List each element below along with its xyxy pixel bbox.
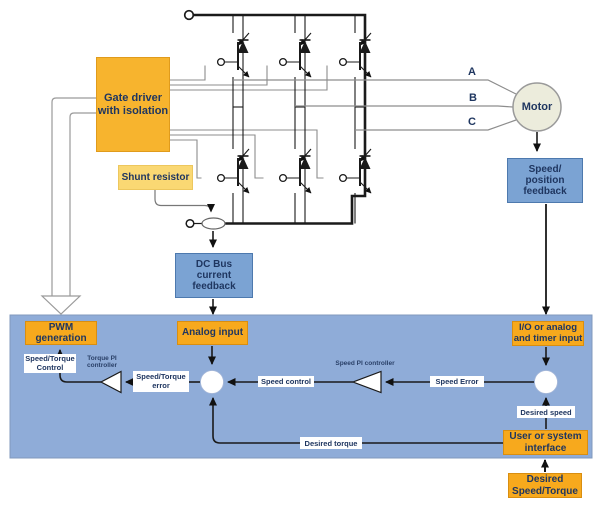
speed-torque-control-label: Speed/Torque Control: [24, 353, 76, 373]
motor-circle: [512, 82, 562, 132]
dc-plus-terminal: [183, 9, 195, 21]
torque-pi-triangle: [99, 370, 122, 394]
analog-input-box: Analog input: [177, 321, 248, 345]
diode-top-2: [298, 39, 312, 54]
phase-c-label: C: [468, 116, 476, 128]
desired-torque-label: Desired torque: [300, 437, 362, 449]
inverter-bridge: [232, 15, 366, 224]
speed-summing-junction: [534, 370, 558, 394]
torque-summing-junction: [200, 370, 224, 394]
speed-torque-error-label: Speed/Torque error: [133, 371, 189, 392]
signal-arrows: [56, 132, 550, 472]
pwm-generation-box: PWM generation: [25, 321, 97, 345]
motor-label: Motor: [521, 101, 553, 113]
diode-top-1: [236, 39, 250, 54]
gate-wires: [170, 65, 328, 179]
gate-driver-box: Gate driver with isolation: [96, 57, 170, 152]
shunt-resistor-symbol: [201, 217, 226, 230]
shunt-resistor-box: Shunt resistor: [118, 165, 193, 190]
diode-bottom-3: [358, 155, 372, 170]
speed-error-label: Speed Error: [430, 376, 484, 387]
speed-position-feedback-box: Speed/ position feedback: [507, 158, 583, 203]
speed-pi-controller-label: Speed PI controller: [335, 359, 395, 367]
user-system-interface-box: User or system interface: [503, 430, 588, 455]
phase-b-label: B: [469, 92, 477, 104]
speed-control-label: Speed control: [258, 376, 314, 387]
diode-top-3: [358, 39, 372, 54]
speed-pi-triangle: [351, 370, 382, 394]
desired-speed-torque-box: Desired Speed/Torque: [508, 473, 582, 498]
diode-bottom-1: [236, 155, 250, 170]
phase-lines: [233, 79, 517, 131]
shunt-label-wire: [154, 190, 215, 213]
desired-speed-label: Desired speed: [517, 406, 575, 418]
dc-minus-terminal: [185, 218, 195, 229]
pwm-to-gate-driver-bus-arrow: [40, 97, 96, 315]
torque-pi-controller-label: Torque PI controller: [87, 354, 117, 369]
io-timer-input-box: I/O or analog and timer input: [512, 321, 584, 346]
dc-bus-feedback-box: DC Bus current feedback: [175, 253, 253, 298]
phase-a-label: A: [468, 66, 476, 78]
diode-bottom-2: [298, 155, 312, 170]
dc-bus: [183, 9, 367, 229]
